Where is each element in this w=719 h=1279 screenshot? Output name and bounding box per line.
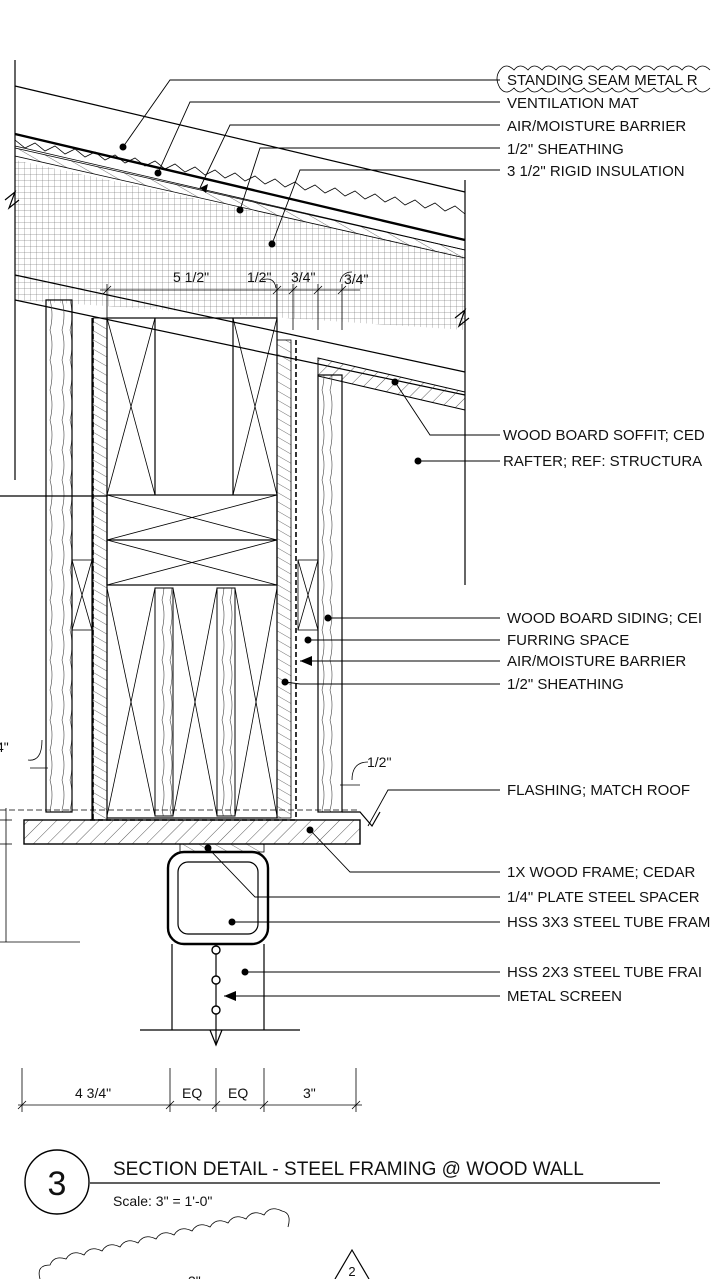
dim-top-4: 3/4" xyxy=(344,271,368,287)
callout-standing-seam: STANDING SEAM METAL R xyxy=(507,72,698,89)
callout-furring: FURRING SPACE xyxy=(507,632,629,649)
dim-top-3: 3/4" xyxy=(291,269,315,285)
screen-hole xyxy=(211,945,221,955)
next-detail-dimension: 3" xyxy=(188,1273,201,1279)
dim-bottom-1: 4 3/4" xyxy=(75,1085,111,1101)
detail-title-block: 3 SECTION DETAIL - STEEL FRAMING @ WOOD … xyxy=(24,1149,660,1215)
callout-wood-frame: 1X WOOD FRAME; CEDAR xyxy=(507,864,696,881)
revision-cloud-bottom xyxy=(38,1208,290,1279)
callout-ventilation-mat: VENTILATION MAT xyxy=(507,95,639,112)
callout-siding: WOOD BOARD SIDING; CEI xyxy=(507,610,702,627)
dim-top-2: 1/2" xyxy=(247,269,271,285)
callout-flashing: FLASHING; MATCH ROOF xyxy=(507,782,690,799)
callout-labels: STANDING SEAM METAL R VENTILATION MAT AI… xyxy=(503,72,710,1005)
ventilation-mat xyxy=(14,139,466,215)
detail-number: 3 xyxy=(48,1165,67,1203)
dim-top-1: 5 1/2" xyxy=(173,269,209,285)
wood-frame xyxy=(23,819,361,845)
callout-hss-2x3: HSS 2X3 STEEL TUBE FRAI xyxy=(507,964,702,981)
right-siding xyxy=(317,374,343,813)
callout-roof-air-barrier: AIR/MOISTURE BARRIER xyxy=(507,118,686,135)
insulation-lower-band xyxy=(15,290,465,330)
roof-assembly xyxy=(4,60,470,585)
rigid-insulation xyxy=(15,160,465,290)
detail-scale: Scale: 3" = 1'-0" xyxy=(113,1193,212,1209)
base-assembly xyxy=(0,808,381,1047)
callout-wall-air-barrier: AIR/MOISTURE BARRIER xyxy=(507,653,686,670)
dimension-labels: 5 1/2" 1/2" 3/4" 3/4" 4" 1/2" 4 3/4" EQ … xyxy=(0,269,391,1101)
dimension-lines xyxy=(17,271,369,1112)
callout-rigid-insulation: 3 1/2" RIGID INSULATION xyxy=(507,163,685,180)
left-siding xyxy=(45,299,73,813)
callout-soffit: WOOD BOARD SOFFIT; CED xyxy=(503,427,705,444)
dim-side-left: 4" xyxy=(0,739,9,755)
callout-roof-sheathing: 1/2" SHEATHING xyxy=(507,141,624,158)
next-detail-partial: 3" 2 xyxy=(38,1208,370,1279)
revision-triangle xyxy=(334,1248,370,1279)
wall-assembly xyxy=(0,299,360,821)
dim-bottom-4: 3" xyxy=(303,1085,316,1101)
callout-wall-sheathing: 1/2" SHEATHING xyxy=(507,676,624,693)
revision-cloud-top xyxy=(496,65,711,93)
hss-3x3-tube xyxy=(166,850,270,946)
detail-number-bubble xyxy=(24,1149,90,1215)
callout-metal-screen: METAL SCREEN xyxy=(507,988,622,1005)
leader-lines xyxy=(119,79,500,1001)
flashing xyxy=(342,811,381,828)
dim-bottom-3: EQ xyxy=(228,1085,248,1101)
detail-title: SECTION DETAIL - STEEL FRAMING @ WOOD WA… xyxy=(113,1159,584,1180)
callout-rafter: RAFTER; REF: STRUCTURA xyxy=(503,453,702,470)
dim-bottom-2: EQ xyxy=(182,1085,202,1101)
dim-side-right: 1/2" xyxy=(367,754,391,770)
callout-steel-spacer: 1/4" PLATE STEEL SPACER xyxy=(507,889,700,906)
callout-hss-3x3: HSS 3X3 STEEL TUBE FRAM xyxy=(507,914,710,931)
revision-tag: 2 xyxy=(348,1264,355,1279)
